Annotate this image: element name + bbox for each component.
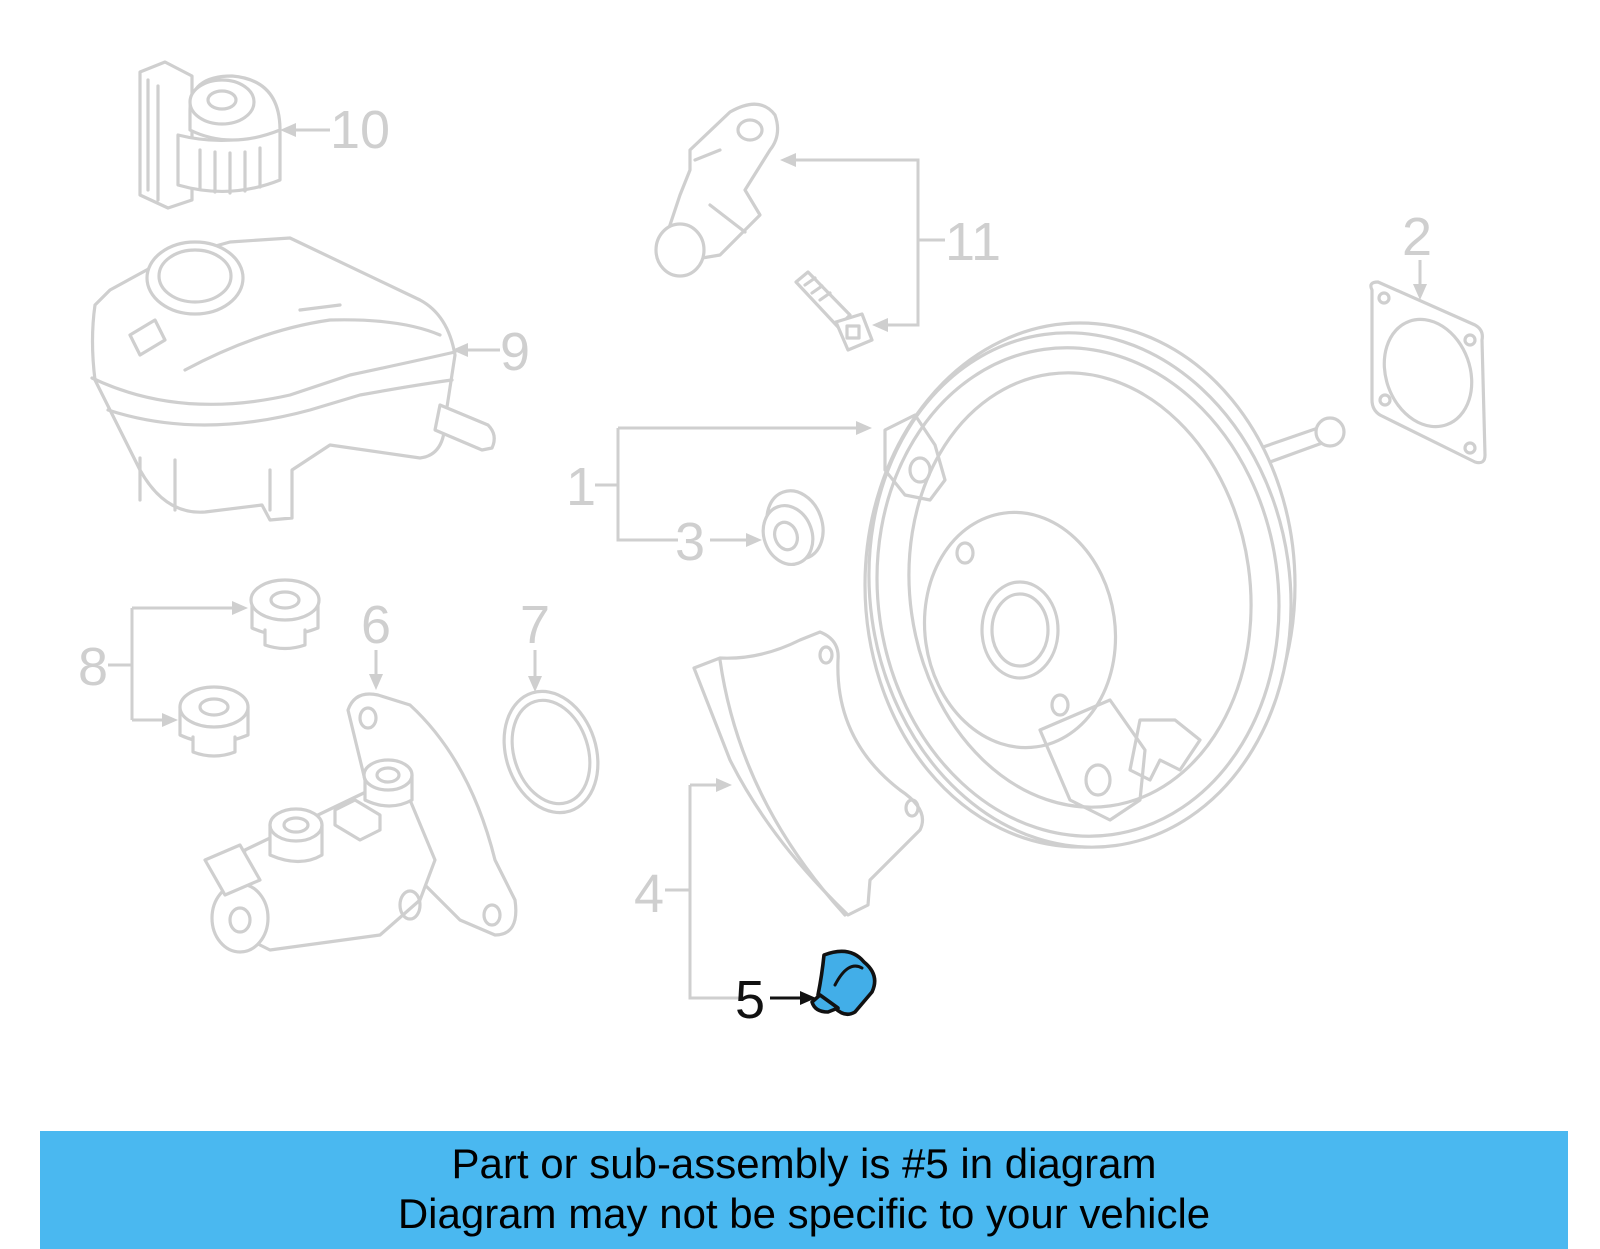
callout-label-2: 2 <box>1402 207 1432 267</box>
callout-label-5: 5 <box>735 970 765 1030</box>
callout-11: 11 <box>780 153 1001 332</box>
callout-5: 5 <box>735 970 816 1030</box>
part-2-gasket[interactable] <box>1369 280 1487 465</box>
callout-label-6: 6 <box>361 595 391 655</box>
callout-label-7: 7 <box>520 595 550 655</box>
part-11-bolt[interactable] <box>794 270 874 352</box>
callout-label-8: 8 <box>78 637 108 697</box>
callout-3: 3 <box>675 512 762 572</box>
part-8-bushing-lower[interactable] <box>178 685 250 758</box>
callout-8: 8 <box>78 601 248 727</box>
callout-label-10: 10 <box>330 100 390 160</box>
callout-label-9: 9 <box>500 322 530 382</box>
part-5-clip-highlighted[interactable] <box>810 949 877 1017</box>
part-1-brake-booster[interactable] <box>836 305 1346 874</box>
callout-1: 1 <box>566 421 872 542</box>
callout-label-11: 11 <box>945 212 1001 272</box>
part-4-heat-shield[interactable] <box>692 630 925 917</box>
callout-10: 10 <box>280 100 390 160</box>
callout-label-3: 3 <box>675 512 705 572</box>
banner-line-1: Part or sub-assembly is #5 in diagram <box>451 1140 1157 1187</box>
part-11-sensor[interactable] <box>654 102 780 278</box>
callout-6: 6 <box>361 595 391 690</box>
callout-2: 2 <box>1402 207 1432 300</box>
info-banner: Part or sub-assembly is #5 in diagram Di… <box>40 1131 1568 1249</box>
part-7-o-ring[interactable] <box>489 679 613 825</box>
part-8-bushing-upper[interactable] <box>249 578 321 651</box>
callout-4: 4 <box>634 778 740 1000</box>
callout-9: 9 <box>452 322 530 382</box>
callout-label-4: 4 <box>634 864 664 924</box>
callout-7: 7 <box>520 595 550 692</box>
part-10-reservoir-cap[interactable] <box>138 60 282 210</box>
callout-label-1: 1 <box>566 457 596 517</box>
banner-line-2: Diagram may not be specific to your vehi… <box>397 1190 1211 1237</box>
part-3-grommet[interactable] <box>755 483 832 572</box>
part-6-master-cylinder[interactable] <box>203 692 518 954</box>
part-9-fluid-reservoir[interactable] <box>90 236 496 522</box>
